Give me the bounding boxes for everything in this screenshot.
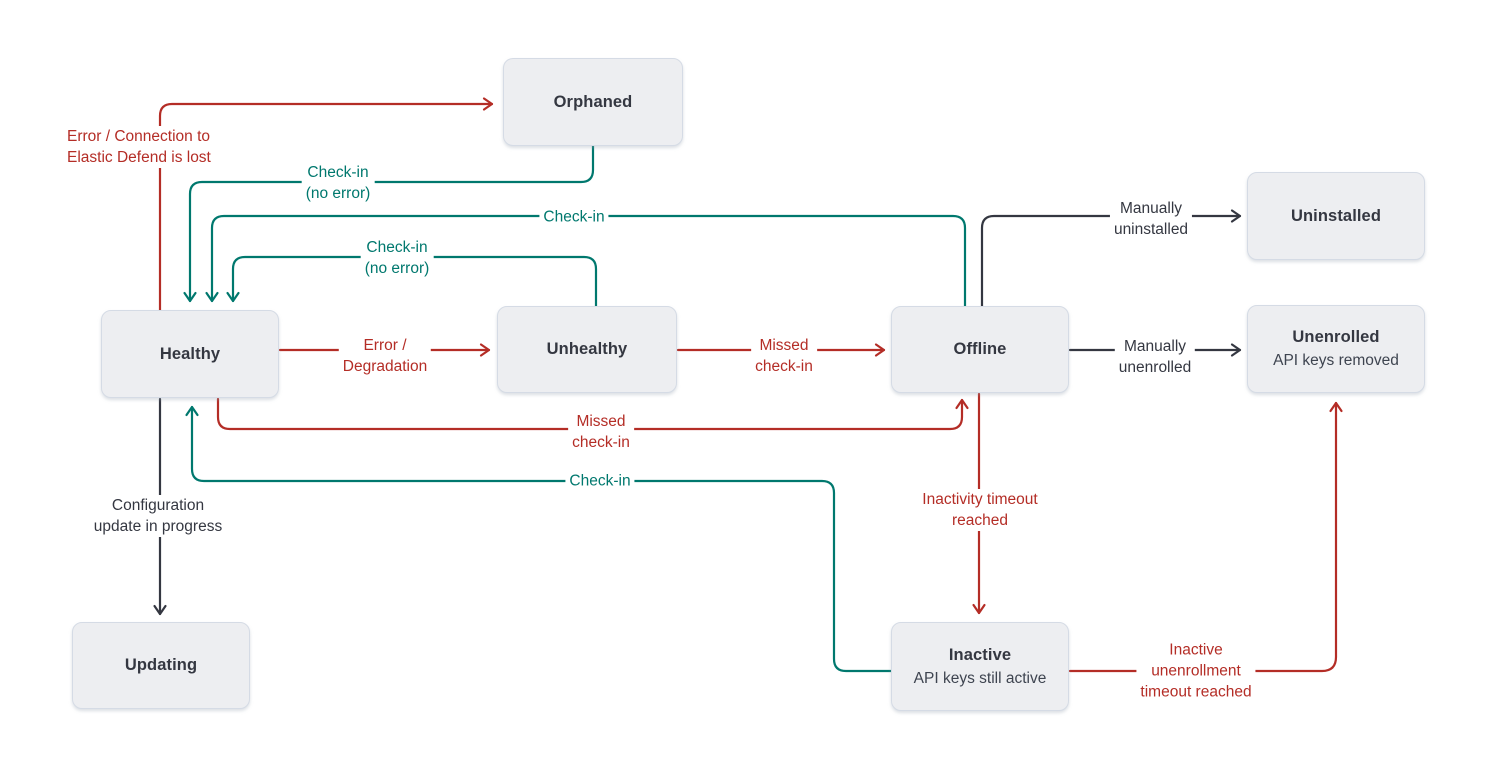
node-uninstalled: Uninstalled (1247, 172, 1425, 260)
edge-label-checkin-offline: Check-in (539, 206, 609, 228)
edge-label-inactivity-timeout: Inactivity timeout reached (918, 489, 1042, 531)
edge-label-checkin-no-error-unhealthy: Check-in (no error) (360, 237, 434, 279)
node-updating-title: Updating (124, 656, 198, 674)
edge-label-checkin-no-error-orphaned: Check-in (no error) (301, 162, 375, 204)
node-unenrolled: Unenrolled API keys removed (1247, 305, 1425, 393)
edge-label-missed-checkin-lower: Missed check-in (568, 411, 634, 453)
edge-orphaned-to-healthy (183, 144, 595, 303)
edge-label-manually-unenrolled: Manually unenrolled (1114, 336, 1196, 378)
node-unhealthy: Unhealthy (497, 306, 677, 393)
node-updating: Updating (72, 622, 250, 709)
edge-offline-to-healthy (205, 214, 967, 308)
node-orphaned: Orphaned (503, 58, 683, 146)
edge-label-error-connection-lost: Error / Connection to Elastic Defend is … (63, 126, 215, 168)
edge-healthy-to-orphaned (158, 97, 494, 312)
edge-inactive-to-healthy (185, 405, 893, 673)
edge-label-inactive-unenrollment-timeout: Inactive unenrollment timeout reached (1136, 639, 1256, 703)
edge-label-missed-checkin-upper: Missed check-in (751, 335, 817, 377)
node-healthy-title: Healthy (159, 344, 221, 363)
node-uninstalled-title: Uninstalled (1290, 206, 1382, 225)
node-unhealthy-title: Unhealthy (546, 340, 628, 358)
node-inactive-title: Inactive (948, 645, 1012, 664)
node-offline: Offline (891, 306, 1069, 393)
node-unenrolled-subtitle: API keys removed (1273, 352, 1399, 369)
node-healthy: Healthy (101, 310, 279, 398)
node-orphaned-title: Orphaned (553, 92, 633, 111)
node-offline-title: Offline (953, 340, 1007, 358)
node-inactive: Inactive API keys still active (891, 622, 1069, 711)
edge-label-configuration-update: Configuration update in progress (89, 495, 227, 537)
edge-label-checkin-inactive: Check-in (565, 470, 635, 492)
edge-offline-to-uninstalled (980, 209, 1242, 308)
edge-label-manually-uninstalled: Manually uninstalled (1109, 198, 1193, 240)
node-unenrolled-title: Unenrolled (1292, 328, 1380, 346)
edge-inactive-to-unenrolled (1068, 401, 1343, 673)
node-inactive-subtitle: API keys still active (913, 669, 1047, 687)
edge-label-error-degradation: Error / Degradation (338, 335, 432, 377)
